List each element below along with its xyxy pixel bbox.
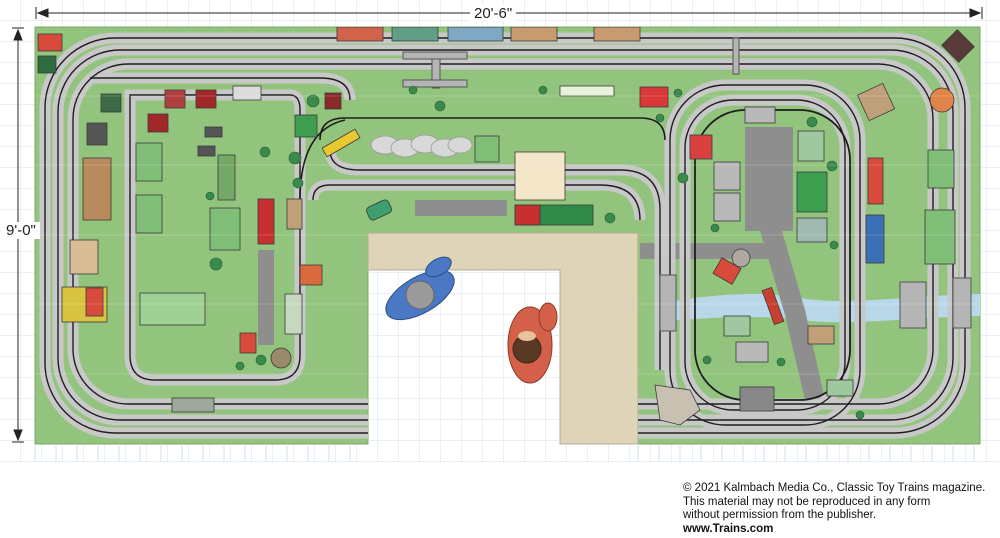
copyright-line: This material may not be reproduced in a… (683, 495, 931, 508)
bridges (402, 37, 972, 332)
copyright-line: © 2021 Kalmbach Media Co., Classic Toy T… (683, 482, 986, 494)
width-dimension-label: 20'-6" (470, 5, 517, 22)
height-dimension-label: 9'-0" (2, 222, 40, 239)
buildings (37, 27, 975, 426)
operator-red-shirt (507, 302, 558, 384)
copyright-line: without permission from the publisher. (683, 509, 877, 521)
river (655, 294, 980, 323)
website-link[interactable]: www.Trains.com (683, 522, 774, 535)
operator-blue-shirt (385, 256, 455, 321)
grid-ticks (34, 444, 975, 462)
trees (205, 85, 865, 420)
copyright-notice: © 2021 Kalmbach Media Co., Classic Toy T… (683, 482, 985, 536)
gravel-pile (370, 134, 473, 158)
